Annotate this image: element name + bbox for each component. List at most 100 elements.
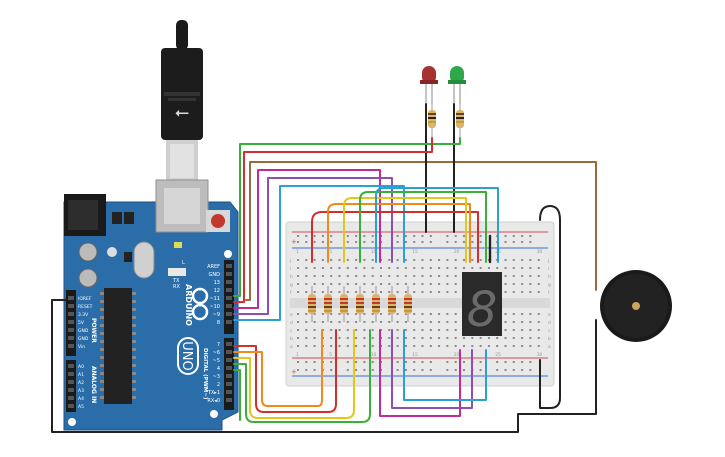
terminal-hole[interactable] <box>297 329 299 331</box>
led-resistor-red[interactable] <box>428 104 436 138</box>
rail-hole[interactable] <box>305 235 308 237</box>
terminal-hole[interactable] <box>421 321 424 323</box>
terminal-hole[interactable] <box>404 313 407 315</box>
rail-hole[interactable] <box>297 369 299 371</box>
terminal-hole[interactable] <box>404 291 407 293</box>
header-pin[interactable] <box>226 296 232 300</box>
terminal-hole[interactable] <box>413 329 416 331</box>
terminal-hole[interactable] <box>346 321 349 323</box>
terminal-hole[interactable] <box>371 321 374 323</box>
header-pin[interactable] <box>226 272 232 276</box>
wire-yellow-arc[interactable] <box>343 197 467 263</box>
rail-hole[interactable] <box>529 369 532 371</box>
terminal-hole[interactable] <box>321 275 324 277</box>
terminal-hole[interactable] <box>429 345 432 347</box>
terminal-hole[interactable] <box>313 275 316 277</box>
rail-hole[interactable] <box>371 235 374 237</box>
analog-header[interactable] <box>66 360 76 412</box>
terminal-hole[interactable] <box>396 259 399 261</box>
terminal-hole[interactable] <box>380 291 382 293</box>
terminal-hole[interactable] <box>504 313 507 315</box>
terminal-hole[interactable] <box>396 267 399 269</box>
terminal-hole[interactable] <box>504 267 507 269</box>
terminal-hole[interactable] <box>396 329 399 331</box>
terminal-hole[interactable] <box>512 337 515 339</box>
terminal-hole[interactable] <box>446 291 449 293</box>
rail-hole[interactable] <box>371 369 374 371</box>
terminal-hole[interactable] <box>413 259 416 261</box>
terminal-hole[interactable] <box>404 259 407 261</box>
rail-hole[interactable] <box>305 369 308 371</box>
terminal-hole[interactable] <box>330 313 333 315</box>
header-pin[interactable] <box>68 320 74 324</box>
terminal-hole[interactable] <box>313 259 316 261</box>
terminal-hole[interactable] <box>338 321 341 323</box>
terminal-hole[interactable] <box>396 291 399 293</box>
terminal-hole[interactable] <box>363 259 366 261</box>
terminal-hole[interactable] <box>330 329 333 331</box>
terminal-hole[interactable] <box>338 283 341 285</box>
terminal-hole[interactable] <box>438 275 441 277</box>
terminal-hole[interactable] <box>313 313 316 315</box>
terminal-hole[interactable] <box>438 329 441 331</box>
terminal-hole[interactable] <box>371 275 374 277</box>
rail-hole[interactable] <box>321 241 324 243</box>
terminal-hole[interactable] <box>454 329 457 331</box>
terminal-hole[interactable] <box>512 275 515 277</box>
rail-hole[interactable] <box>396 235 399 237</box>
rail-hole[interactable] <box>346 361 349 363</box>
terminal-hole[interactable] <box>355 259 358 261</box>
terminal-hole[interactable] <box>355 267 358 269</box>
rail-hole[interactable] <box>404 241 407 243</box>
terminal-hole[interactable] <box>438 313 441 315</box>
terminal-hole[interactable] <box>346 291 349 293</box>
terminal-hole[interactable] <box>438 259 441 261</box>
terminal-hole[interactable] <box>305 283 308 285</box>
rail-hole[interactable] <box>413 361 416 363</box>
rail-hole[interactable] <box>512 235 515 237</box>
terminal-hole[interactable] <box>297 259 299 261</box>
terminal-hole[interactable] <box>346 313 349 315</box>
rail-hole[interactable] <box>313 369 316 371</box>
terminal-hole[interactable] <box>446 321 449 323</box>
terminal-hole[interactable] <box>438 321 441 323</box>
terminal-hole[interactable] <box>321 291 324 293</box>
terminal-hole[interactable] <box>297 275 299 277</box>
terminal-hole[interactable] <box>421 275 424 277</box>
terminal-hole[interactable] <box>404 337 407 339</box>
terminal-hole[interactable] <box>355 337 358 339</box>
terminal-hole[interactable] <box>321 259 324 261</box>
rail-hole[interactable] <box>371 241 374 243</box>
rail-hole[interactable] <box>471 235 474 237</box>
terminal-hole[interactable] <box>305 313 308 315</box>
terminal-hole[interactable] <box>321 321 324 323</box>
terminal-hole[interactable] <box>330 345 333 347</box>
terminal-hole[interactable] <box>388 337 391 339</box>
terminal-hole[interactable] <box>471 259 474 261</box>
rail-hole[interactable] <box>463 369 465 371</box>
terminal-hole[interactable] <box>521 275 524 277</box>
wire-blue-arc[interactable] <box>375 187 499 263</box>
terminal-hole[interactable] <box>380 313 382 315</box>
terminal-hole[interactable] <box>421 337 424 339</box>
terminal-hole[interactable] <box>330 267 333 269</box>
wire-purple-bottom[interactable] <box>391 329 473 409</box>
terminal-hole[interactable] <box>330 275 333 277</box>
terminal-hole[interactable] <box>421 313 424 315</box>
rail-hole[interactable] <box>512 361 515 363</box>
terminal-hole[interactable] <box>487 267 490 269</box>
terminal-hole[interactable] <box>529 275 532 277</box>
terminal-hole[interactable] <box>371 329 374 331</box>
terminal-hole[interactable] <box>512 329 515 331</box>
terminal-hole[interactable] <box>363 337 366 339</box>
terminal-hole[interactable] <box>363 283 366 285</box>
rail-hole[interactable] <box>504 369 507 371</box>
rail-hole[interactable] <box>297 235 299 237</box>
rail-hole[interactable] <box>529 241 532 243</box>
terminal-hole[interactable] <box>504 259 507 261</box>
header-pin[interactable] <box>226 304 232 308</box>
header-pin[interactable] <box>226 280 232 284</box>
header-pin[interactable] <box>226 398 232 402</box>
terminal-hole[interactable] <box>363 267 366 269</box>
terminal-hole[interactable] <box>380 275 382 277</box>
